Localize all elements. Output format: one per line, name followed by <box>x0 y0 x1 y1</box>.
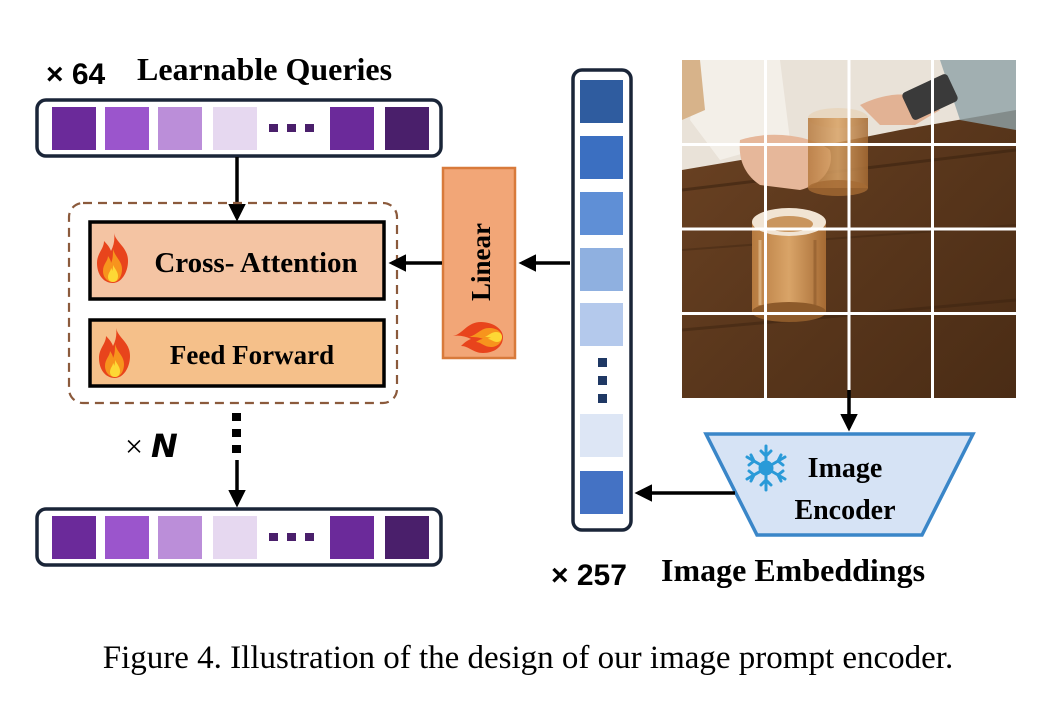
fire-icon <box>453 322 503 353</box>
query-token <box>158 516 202 559</box>
vertical-ellipsis <box>598 358 607 403</box>
svg-text:× N: × N <box>125 427 178 465</box>
cross-attention-block: Cross- Attention <box>88 220 386 301</box>
encoder-label-line1: Image <box>808 453 883 484</box>
repeat-indicator: × N <box>125 427 178 465</box>
transformer-block-boundary <box>67 201 399 405</box>
linear-label: Linear <box>466 223 496 301</box>
embedding-token <box>580 136 623 179</box>
query-tokens <box>52 107 429 150</box>
image-encoder-block: Image Encoder <box>703 432 976 537</box>
embeddings-header: × 257 Image Embeddings <box>551 552 925 592</box>
embedding-token <box>580 192 623 235</box>
feed-forward-label: Feed Forward <box>170 340 334 370</box>
embedding-token <box>580 248 623 291</box>
vertical-ellipsis <box>232 413 241 453</box>
query-token <box>52 516 96 559</box>
query-token <box>105 107 149 150</box>
snowflake-icon <box>745 444 787 492</box>
learnable-queries-bar <box>35 98 443 158</box>
query-token <box>213 107 257 150</box>
embedding-token <box>580 414 623 457</box>
embedding-token <box>580 80 623 123</box>
query-token <box>385 107 429 150</box>
output-queries-bar <box>35 507 443 567</box>
queries-header: × 64 Learnable Queries <box>46 51 392 91</box>
embedding-tokens <box>580 80 623 514</box>
embedding-token <box>580 471 623 514</box>
query-token <box>330 107 374 150</box>
fire-icon <box>99 328 130 378</box>
fire-icon <box>97 233 128 283</box>
ellipsis-dots <box>269 124 314 132</box>
queries-label: Learnable Queries <box>137 51 392 87</box>
query-token <box>105 516 149 559</box>
cross-attention-label: Cross- Attention <box>154 247 357 279</box>
repeat-times: × <box>125 428 151 464</box>
queries-count: × 64 <box>46 58 106 91</box>
query-token <box>52 107 96 150</box>
repeat-var: N <box>151 427 178 465</box>
query-token <box>330 516 374 559</box>
linear-block: Linear <box>441 166 517 360</box>
query-token <box>213 516 257 559</box>
embedding-token <box>580 303 623 346</box>
feed-forward-block: Feed Forward <box>88 318 386 388</box>
image-embeddings-column <box>571 68 633 532</box>
ellipsis-dots <box>269 533 314 541</box>
output-tokens <box>52 516 429 559</box>
query-token <box>385 516 429 559</box>
photo-grid <box>682 60 1016 398</box>
encoder-label-line2: Encoder <box>794 495 895 526</box>
embeddings-count: × 257 <box>551 559 627 592</box>
embeddings-label: Image Embeddings <box>661 552 925 588</box>
query-token <box>158 107 202 150</box>
figure-caption: Figure 4. Illustration of the design of … <box>103 640 953 676</box>
